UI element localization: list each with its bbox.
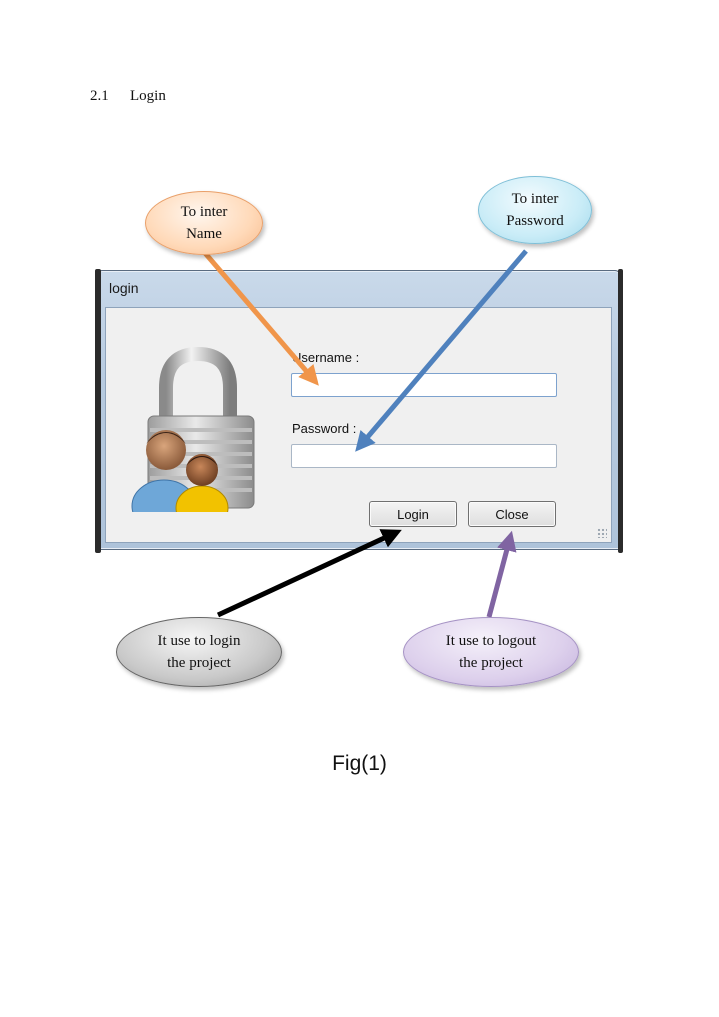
username-input[interactable] bbox=[291, 373, 557, 397]
padlock-users-icon bbox=[131, 346, 255, 512]
callout-password-line1: To inter bbox=[511, 191, 559, 207]
close-button[interactable]: Close bbox=[468, 501, 556, 527]
arrow-to-login bbox=[216, 529, 402, 618]
figure-caption: Fig(1) bbox=[332, 752, 387, 775]
callout-logout-line2: the project bbox=[459, 655, 523, 671]
callout-login-line2: the project bbox=[167, 655, 231, 671]
arrow-to-close bbox=[486, 530, 517, 618]
section-heading: 2.1 Login bbox=[90, 88, 166, 105]
window-title: login bbox=[109, 280, 139, 296]
callout-name-line1: To inter bbox=[180, 204, 228, 220]
login-window: login bbox=[95, 269, 623, 553]
resize-grip-icon[interactable] bbox=[597, 528, 607, 538]
callout-login-line1: It use to login bbox=[157, 633, 241, 649]
login-button[interactable]: Login bbox=[369, 501, 457, 527]
password-label: Password : bbox=[292, 421, 357, 436]
arrow-to-password bbox=[355, 249, 528, 452]
callout-login: It use to login the project bbox=[116, 617, 282, 687]
password-input[interactable] bbox=[291, 444, 557, 468]
callout-logout: It use to logout the project bbox=[403, 617, 579, 687]
callout-password-line2: Password bbox=[506, 213, 564, 229]
arrow-to-username bbox=[203, 251, 319, 386]
login-form: Username : Password : Login Close bbox=[105, 307, 612, 543]
username-label: Username : bbox=[292, 350, 360, 365]
callout-name-line2: Name bbox=[186, 226, 222, 242]
section-title: Login bbox=[130, 88, 166, 104]
section-number: 2.1 bbox=[90, 88, 109, 104]
callout-logout-line1: It use to logout bbox=[445, 633, 537, 649]
